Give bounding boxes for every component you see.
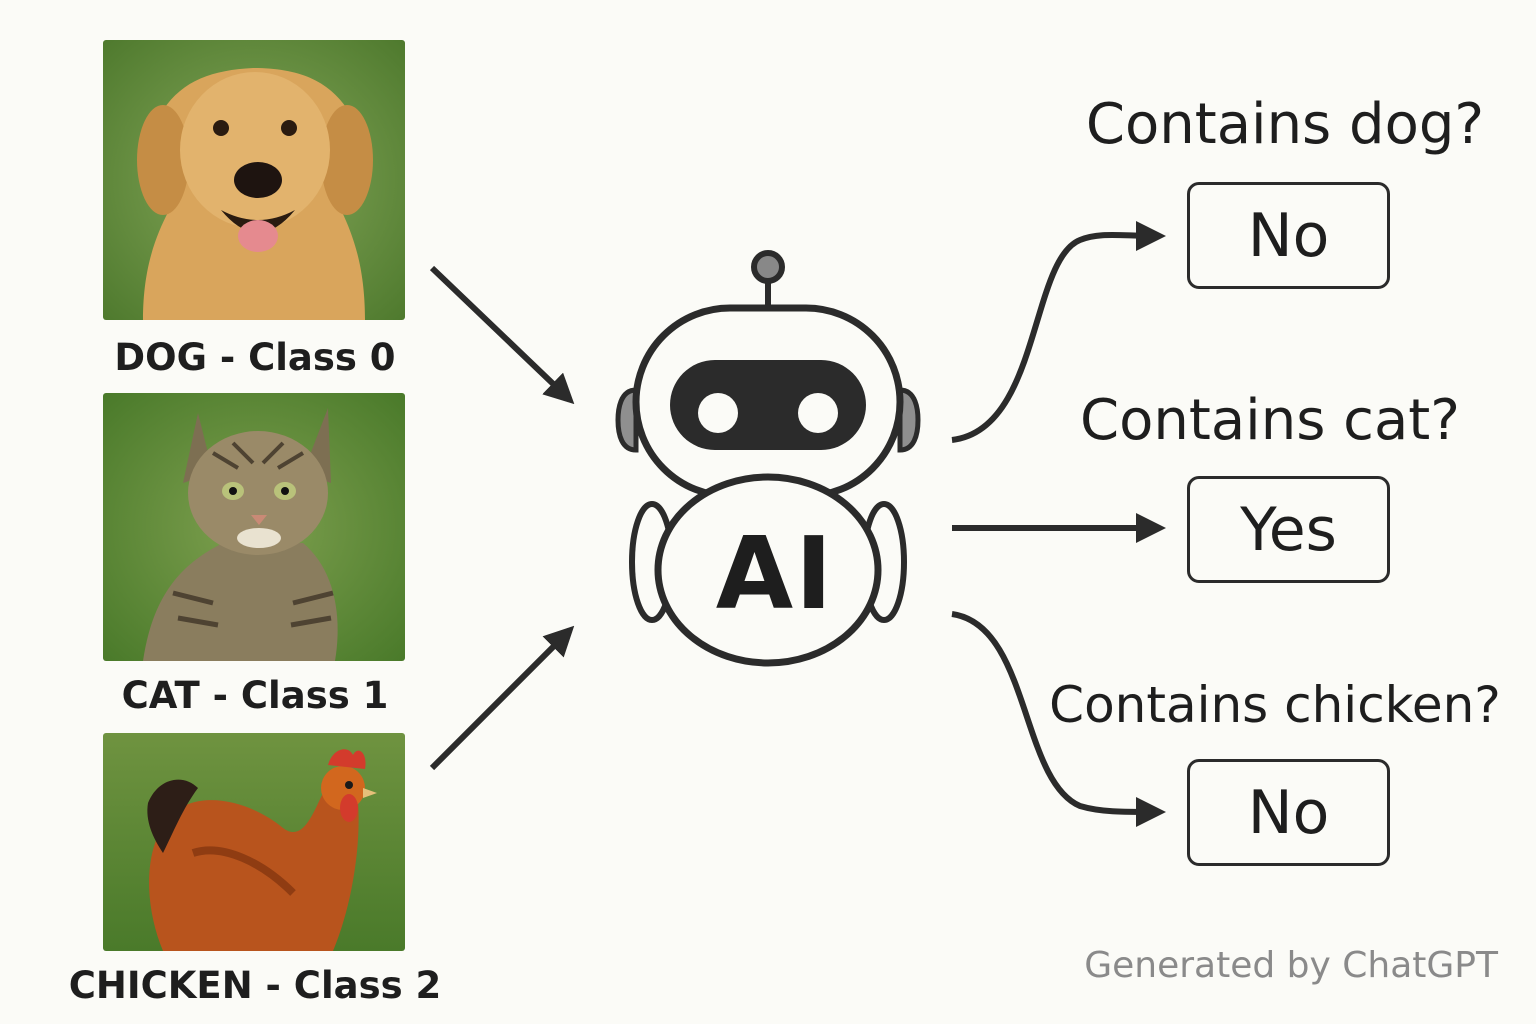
arrow-dog-to-ai bbox=[429, 265, 575, 405]
question-dog: Contains dog? bbox=[1085, 92, 1485, 157]
chicken-photo bbox=[103, 733, 405, 951]
arrow-chicken-to-ai bbox=[429, 625, 575, 771]
question-cat: Contains cat? bbox=[1080, 388, 1460, 453]
arrow-ai-to-chicken-answer bbox=[951, 611, 1166, 827]
answer-chicken-box: No bbox=[1187, 759, 1390, 866]
answer-cat-box: Yes bbox=[1187, 476, 1390, 583]
question-chicken: Contains chicken? bbox=[1049, 676, 1501, 734]
generated-by-watermark: Generated by ChatGPT bbox=[1084, 945, 1498, 986]
chicken-class-label: CHICKEN - Class 2 bbox=[68, 964, 442, 1007]
arrow-ai-to-dog-answer bbox=[951, 220, 1166, 443]
dog-photo bbox=[103, 40, 405, 320]
answer-dog-box: No bbox=[1187, 182, 1390, 289]
ai-robot-icon bbox=[615, 250, 921, 667]
ai-label: AI bbox=[715, 515, 835, 632]
dog-class-label: DOG - Class 0 bbox=[114, 336, 396, 379]
cat-class-label: CAT - Class 1 bbox=[121, 674, 389, 717]
cat-photo bbox=[103, 393, 405, 661]
